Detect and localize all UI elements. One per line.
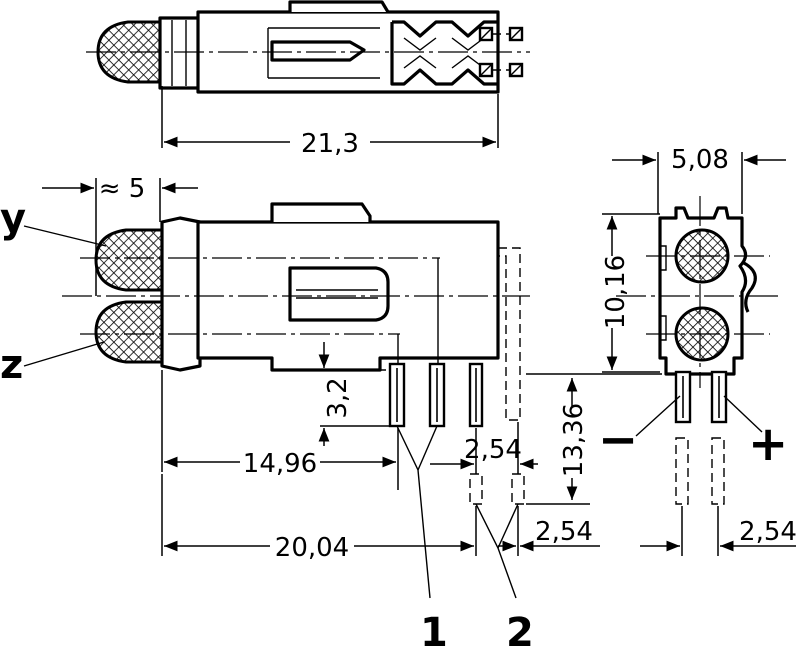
dim-pin-1-distance: 14,96 <box>243 449 317 479</box>
dim-pin-2-distance: 20,04 <box>275 533 349 563</box>
label-pin-1: 1 <box>420 610 448 651</box>
dim-pin-offset: 3,2 <box>323 377 353 418</box>
label-pin-2: 2 <box>506 610 534 651</box>
front-neck <box>160 216 202 372</box>
dim-side-pin-pitch: 2,54 <box>739 517 797 547</box>
dim-overall-length: 21,3 <box>301 129 359 159</box>
label-led-z: z <box>0 342 23 388</box>
label-plus: + <box>748 416 788 472</box>
dim-pin-pitch-lower: 2,54 <box>535 517 593 547</box>
front-latch <box>270 202 372 222</box>
top-neck <box>158 16 202 90</box>
dim-pin-pitch: 2,54 <box>464 435 522 465</box>
label-led-y: y <box>0 196 26 242</box>
dim-height: 10,16 <box>601 255 631 329</box>
dim-lens-offset: ≈ 5 <box>99 174 146 204</box>
lens-z <box>94 300 166 364</box>
dim-pin-2-height: 13,36 <box>559 403 589 477</box>
lens-y <box>94 228 166 292</box>
top-latch <box>288 0 390 13</box>
dim-width: 5,08 <box>671 145 729 175</box>
side-view: 5,08 10,16 − + <box>596 145 797 556</box>
front-view: ≈ 5 y z <box>0 174 662 651</box>
label-minus: − <box>598 412 638 468</box>
top-view: 21,3 <box>86 0 530 159</box>
